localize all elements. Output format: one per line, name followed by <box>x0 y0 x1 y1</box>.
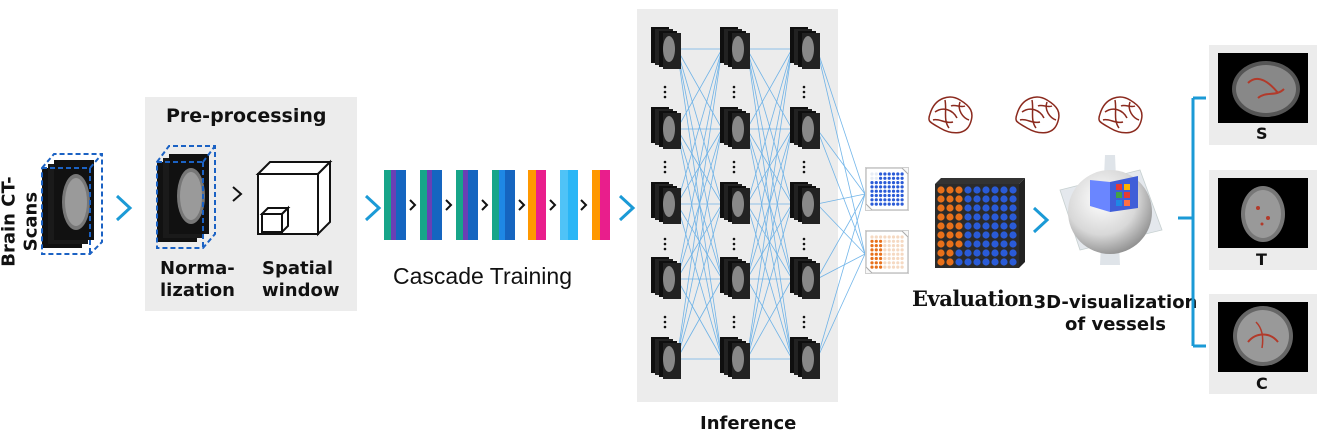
inference-node <box>651 182 681 224</box>
inference-node <box>790 107 820 149</box>
evaluation-label: Evaluation <box>912 286 1033 311</box>
vessel-render-2-icon <box>1015 96 1060 134</box>
view-label-s: S <box>1256 124 1268 143</box>
preprocessing-title: Pre-processing <box>166 105 327 127</box>
ct-scan-stack-icon <box>41 153 103 255</box>
inference-node <box>651 257 681 299</box>
inference-label: Inference <box>700 413 797 434</box>
view-label-t: T <box>1256 250 1267 269</box>
input-label: Brain CT-Scans <box>0 176 41 267</box>
3d-visualization-sphere-icon <box>1059 155 1163 265</box>
inference-node <box>790 337 820 379</box>
normalization-stack-icon <box>156 145 216 249</box>
output-slice-2 <box>865 230 909 274</box>
inference-node <box>651 27 681 69</box>
normalization-label: Norma- lization <box>160 258 235 301</box>
output-slice-1-grid <box>865 167 909 211</box>
vessel-render-3-icon <box>1098 96 1143 134</box>
inference-node <box>790 257 820 299</box>
cascade-training-label: Cascade Training <box>393 263 572 289</box>
spatial-window-label: Spatial window <box>262 258 340 301</box>
inference-node <box>720 182 750 224</box>
flow-arrow-2-icon <box>364 194 382 222</box>
inference-node <box>720 107 750 149</box>
output-slice-2-grid <box>865 230 909 274</box>
inference-node <box>720 337 750 379</box>
output-slice-1 <box>865 167 909 211</box>
flow-arrow-3-icon <box>618 194 636 222</box>
ct-view-sagittal <box>1218 53 1308 123</box>
cascade-training-strips <box>384 170 610 240</box>
spatial-window-icon <box>255 159 333 237</box>
evaluation-cube <box>935 178 1025 268</box>
inference-node <box>651 107 681 149</box>
inference-network-diagram <box>651 27 866 379</box>
inference-node <box>790 27 820 69</box>
inference-node <box>651 337 681 379</box>
view-label-c: C <box>1256 374 1268 393</box>
flow-arrow-1-icon <box>115 194 133 222</box>
flow-arrow-4-icon <box>1032 206 1050 234</box>
inference-node <box>720 257 750 299</box>
visualization-label: 3D-visualization of vessels <box>1033 292 1198 335</box>
views-bracket-icon <box>1178 96 1206 348</box>
inference-node <box>790 182 820 224</box>
ct-view-coronal <box>1218 302 1308 372</box>
inference-node <box>720 27 750 69</box>
small-chevron-icon <box>232 186 243 202</box>
ct-view-transverse <box>1218 178 1308 248</box>
vessel-render-1-icon <box>928 96 973 134</box>
